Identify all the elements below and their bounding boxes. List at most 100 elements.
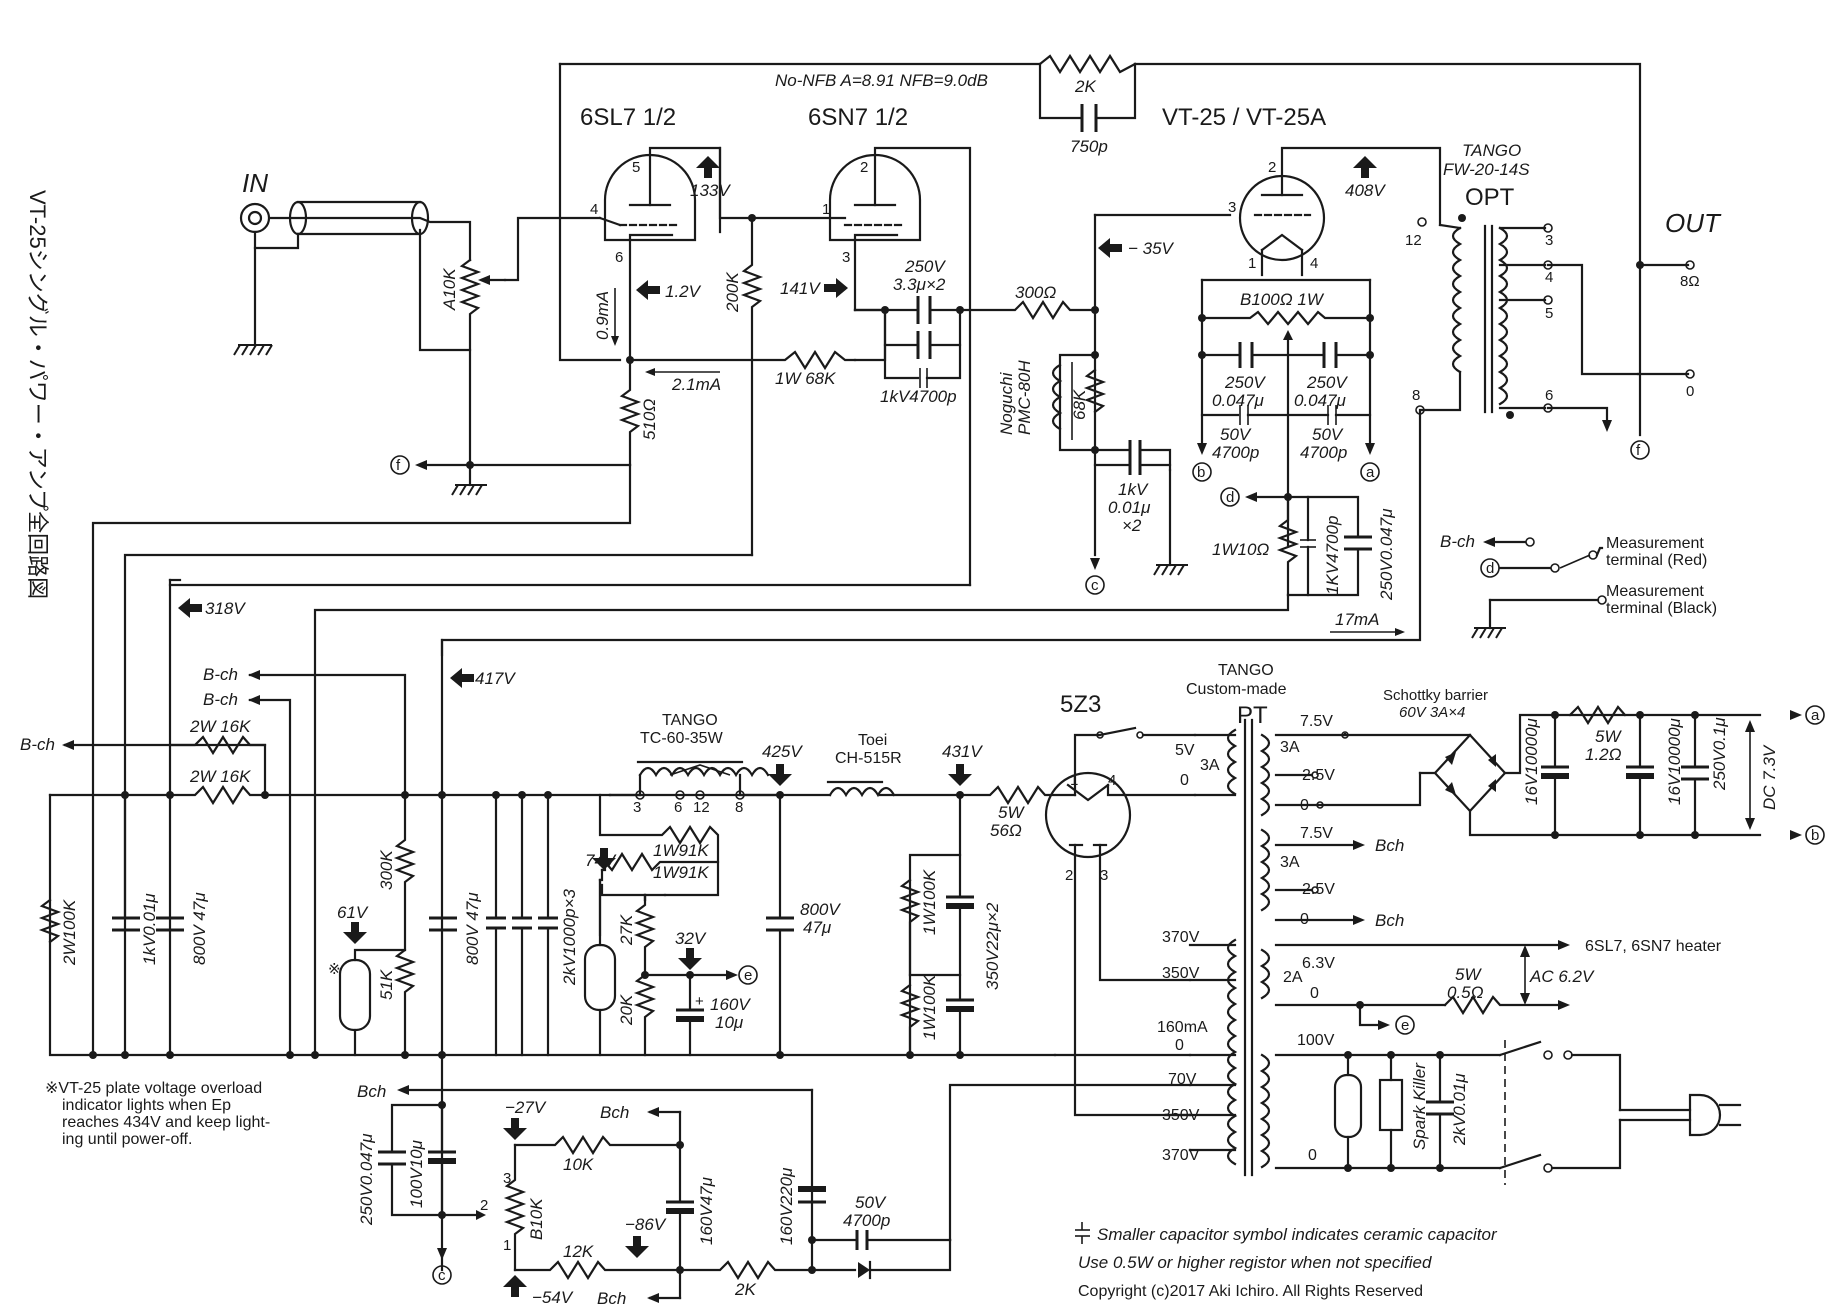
pt-0-c: 0 xyxy=(1310,985,1319,1002)
ground-in-icon xyxy=(233,344,273,356)
pt-100v: 100V xyxy=(1297,1032,1335,1049)
ac-plug-icon xyxy=(1688,1093,1742,1137)
output-transformer xyxy=(440,214,1695,1057)
arrow-1-2v-icon xyxy=(636,280,660,300)
c01-label: 250V0.1μ xyxy=(1710,717,1729,791)
bch-3: B-ch xyxy=(20,735,55,754)
volume-pot xyxy=(418,216,602,467)
tube-6sn7-title: 6SN7 1/2 xyxy=(808,104,908,131)
tube-5z3 xyxy=(1044,726,1197,1117)
pot-b10k-label: B10K xyxy=(527,1198,546,1240)
vertical-title: VT-25シングル・パワー・アンプ全回路図 xyxy=(25,190,50,599)
opt-model: FW-20-14S xyxy=(1443,160,1530,179)
pt-5v-0: 0 xyxy=(1180,772,1189,789)
pt-3a-b: 3A xyxy=(1280,854,1300,871)
tc-pin6: 6 xyxy=(674,799,682,816)
ground-vol-icon xyxy=(451,484,487,496)
vt25-pin1: 1 xyxy=(1248,255,1256,272)
arrow-425v-icon xyxy=(768,764,792,786)
spark-label: Spark Killer xyxy=(1410,1062,1429,1150)
ac62-label: AC 6.2V xyxy=(1529,967,1595,986)
kome-mark: ※ xyxy=(328,961,341,978)
bch-meas: B-ch xyxy=(1440,532,1475,551)
r12k-label: 12K xyxy=(563,1242,594,1261)
z3-pin4: 4 xyxy=(1108,772,1116,789)
choke-label: NoguchiPMC-80H xyxy=(997,360,1034,435)
r68k1w-label: 1W 68K xyxy=(775,369,836,388)
v431: 431V xyxy=(942,742,983,761)
vt25-pin2: 2 xyxy=(1268,159,1276,176)
pt-label: PT xyxy=(1237,702,1268,729)
c1k4700-label: 1KV4700p xyxy=(1323,516,1342,595)
r100k-label: 2W100K xyxy=(60,899,79,966)
bch-5: Bch xyxy=(600,1103,629,1122)
v141: 141V xyxy=(780,279,821,298)
bch-1: B-ch xyxy=(203,665,238,684)
pt-3a-a: 3A xyxy=(1280,739,1300,756)
tube-vt25 xyxy=(1238,146,1442,277)
pt-75v-a: 7.5V xyxy=(1300,713,1333,730)
ceramic-cap-symbol-icon xyxy=(1075,1222,1090,1244)
vm35: − 35V xyxy=(1128,239,1175,258)
vol-label: A10K xyxy=(440,268,459,311)
z3-pin1: 1 xyxy=(1070,772,1078,789)
arrow-61v-icon xyxy=(343,922,367,944)
arrow-431v-icon xyxy=(948,764,972,786)
c800-47b-label: 800V 47μ xyxy=(463,892,482,965)
tube-6sl7-title: 6SL7 1/2 xyxy=(580,104,676,131)
current-2-1: 2.1mA xyxy=(671,375,721,394)
r2k-label: 2K xyxy=(734,1280,756,1299)
ref-d-top: d xyxy=(1226,489,1234,506)
opt-pin5: 5 xyxy=(1545,305,1553,322)
r20k-label: 20K xyxy=(617,994,636,1026)
bch-pt-2: Bch xyxy=(1375,911,1404,930)
neon-indicator-2-icon xyxy=(583,943,617,1012)
ref-d-meas: d xyxy=(1486,560,1494,577)
c4700-label: 1kV4700p xyxy=(880,387,957,406)
pt-75v-b: 7.5V xyxy=(1300,825,1333,842)
z3-pin3: 3 xyxy=(1100,867,1108,884)
v74: 74V xyxy=(585,851,617,870)
opt-pin8: 8 xyxy=(1412,387,1420,404)
ref-e-right: e xyxy=(1401,1017,1409,1034)
c160-220-label: 160V220μ xyxy=(777,1167,796,1245)
neon-indicator-icon xyxy=(338,958,372,1032)
power-transformer xyxy=(948,718,1271,1242)
spark-killer-icon xyxy=(1378,1078,1404,1132)
pin2: 2 xyxy=(860,159,868,176)
arrow-m35v-icon xyxy=(1098,238,1122,258)
arrow-318v-icon xyxy=(178,598,202,618)
dc73-label: DC 7.3V xyxy=(1760,744,1779,810)
output-label: OUT xyxy=(1665,208,1722,238)
v32: 32V xyxy=(675,929,707,948)
r91k-a-label: 1W91K xyxy=(653,841,709,860)
arrow-32v-icon xyxy=(678,948,702,970)
c160-47-label: 160V47μ xyxy=(697,1176,716,1245)
pt-370a: 370V xyxy=(1162,929,1200,946)
r27k-label: 27K xyxy=(617,914,636,946)
pt-5v-3a: 3A xyxy=(1200,757,1220,774)
r10-label: 1W10Ω xyxy=(1212,540,1269,559)
pin3: 3 xyxy=(842,249,850,266)
diode-icon xyxy=(858,1262,870,1278)
v1-2: 1.2V xyxy=(665,282,702,301)
current-17: 17mA xyxy=(1335,610,1379,629)
tube-6sl7 xyxy=(598,146,722,362)
b100-label: B100Ω 1W xyxy=(1240,290,1325,309)
r510-label: 510Ω xyxy=(640,399,659,440)
heater-label: 6SL7, 6SN7 heater xyxy=(1585,938,1722,955)
pt-25v-b: 2.5V xyxy=(1302,881,1335,898)
current-0-9: 0.9mA xyxy=(593,291,612,340)
v417: 417V xyxy=(475,669,516,688)
